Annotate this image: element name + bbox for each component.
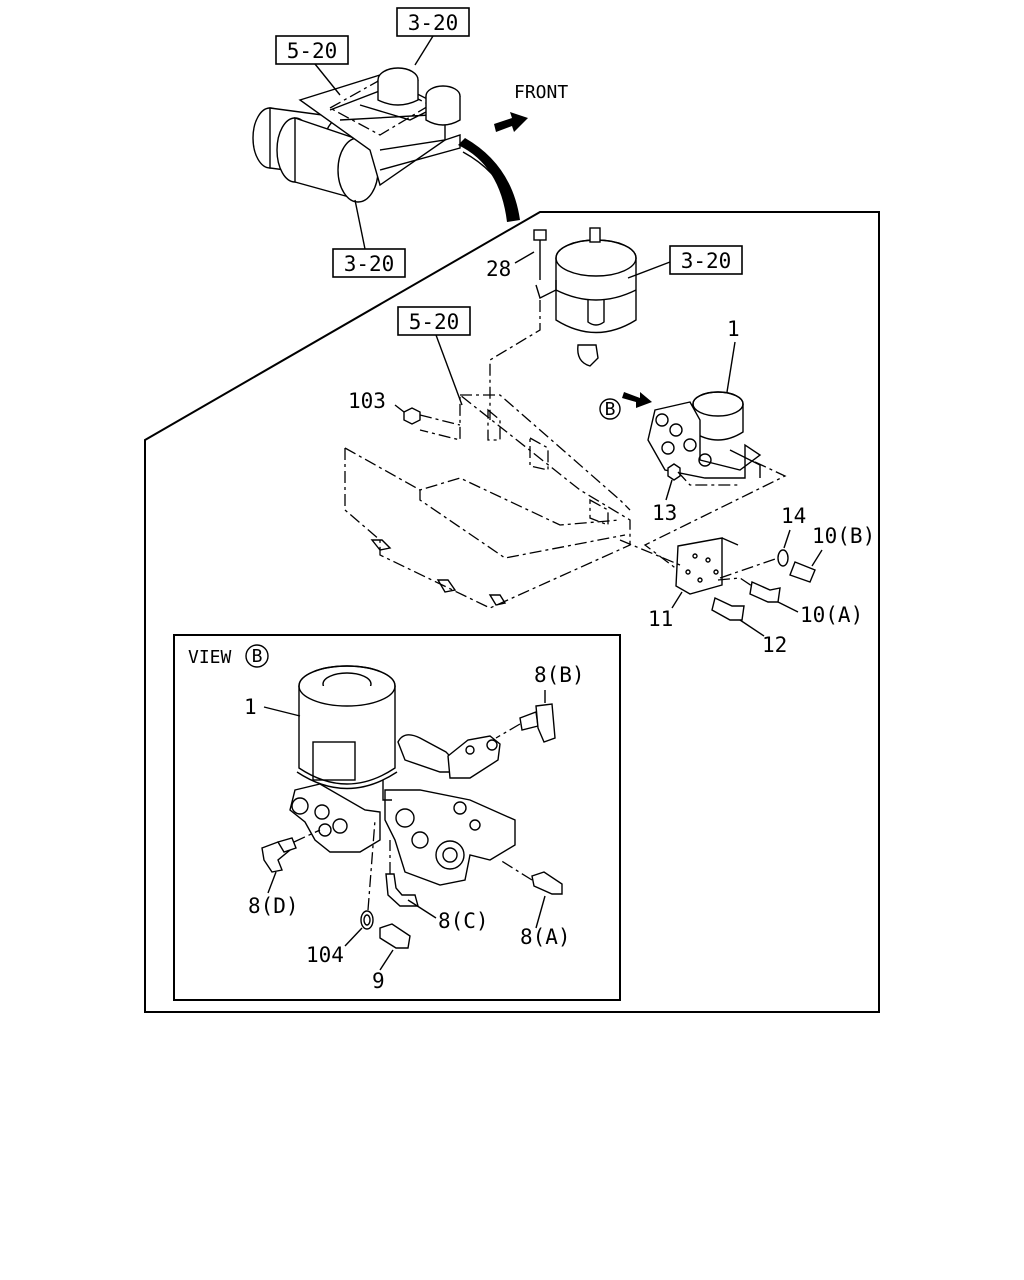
svg-text:103: 103 [348,389,386,413]
ref-box-top-5-20[interactable]: 5-20 [275,35,349,65]
svg-text:28: 28 [486,257,511,281]
washer-14 [777,549,789,567]
fitting-8d [261,837,297,873]
svg-text:3-20: 3-20 [344,252,395,276]
nut-103 [403,407,421,425]
svg-text:11: 11 [648,607,673,631]
ref-box-tank-3-20[interactable]: 3-20 [669,245,743,275]
front-arrow-icon [494,112,528,132]
detail-frame [144,211,880,1013]
view-b-marker[interactable]: B [599,398,621,420]
nut-13 [667,463,681,481]
view-b-title: VIEW B [188,644,269,668]
svg-text:8(A): 8(A) [520,925,571,949]
ref-box-bracket-5-20[interactable]: 5-20 [397,306,471,336]
ref-box-bottom-3-20[interactable]: 3-20 [332,248,406,278]
air-dryer-detail [289,665,516,886]
fitting-8a [531,871,563,895]
svg-text:8(C): 8(C) [438,909,489,933]
overview-assembly [252,67,461,203]
view-b-inset-frame [173,634,621,1001]
fitting-8c [385,873,419,907]
bolt-12 [711,597,745,621]
svg-text:1: 1 [727,317,740,341]
svg-text:104: 104 [306,943,344,967]
svg-text:8(B): 8(B) [534,663,585,687]
svg-text:10(A): 10(A) [800,603,863,627]
svg-text:5-20: 5-20 [409,310,460,334]
svg-text:10(B): 10(B) [812,524,875,548]
fitting-8b [519,703,556,743]
ref-box-top-3-20[interactable]: 3-20 [396,7,470,37]
view-direction-arrow-icon [622,392,652,408]
svg-text:3-20: 3-20 [681,249,732,273]
washer-104 [360,910,374,930]
bracket-11 [675,537,739,595]
svg-text:14: 14 [781,504,806,528]
bolt-28 [533,229,557,299]
front-direction: FRONT [494,82,568,132]
svg-text:VIEW: VIEW [188,647,232,668]
svg-text:B: B [252,646,263,667]
svg-text:12: 12 [762,633,787,657]
svg-text:13: 13 [652,501,677,525]
svg-text:8(D): 8(D) [248,894,299,918]
svg-text:5-20: 5-20 [287,39,338,63]
svg-text:1: 1 [244,695,257,719]
bolt-10a [749,580,781,603]
air-dryer-main [647,391,762,479]
detail-transition-arrow [458,138,520,222]
bolt-10b [789,561,816,583]
svg-text:9: 9 [372,969,385,993]
air-tank [555,227,637,367]
nipple-9 [379,923,411,949]
svg-text:FRONT: FRONT [514,82,568,103]
mounting-cradle [344,393,631,609]
svg-text:3-20: 3-20 [408,11,459,35]
svg-text:B: B [605,399,616,420]
